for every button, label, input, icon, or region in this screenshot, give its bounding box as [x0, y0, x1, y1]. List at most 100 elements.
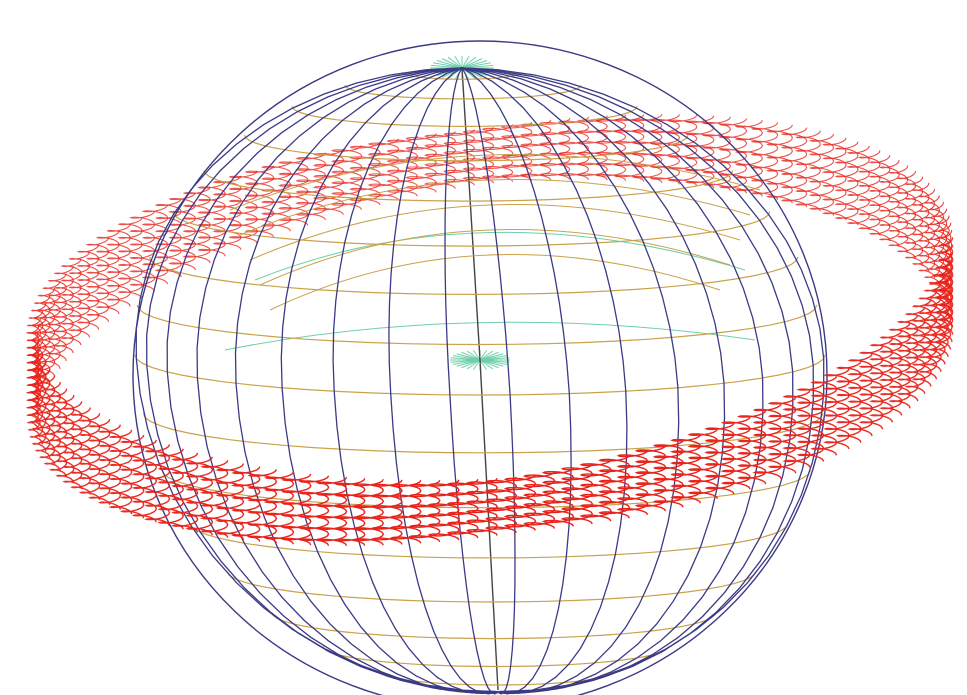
meridian-line	[461, 67, 825, 693]
meridian-line	[388, 67, 499, 695]
center-spoke	[472, 359, 481, 371]
parallel-line	[229, 153, 761, 211]
coil-winding	[917, 188, 936, 279]
coil-winding	[939, 244, 954, 335]
coil-winding	[616, 449, 649, 516]
coil-winding	[62, 401, 83, 490]
coil-winding	[523, 470, 556, 529]
coil-winding	[938, 222, 952, 313]
parallel-line	[291, 106, 638, 128]
coil-winding	[936, 215, 950, 306]
coil-winding	[794, 130, 822, 212]
coil-winding	[687, 428, 719, 500]
parallel-line	[142, 413, 824, 454]
coil-winding	[868, 155, 891, 242]
coil-winding	[888, 322, 911, 409]
coil-winding	[215, 463, 245, 541]
coil-winding	[923, 195, 940, 285]
parallel-line	[239, 178, 751, 236]
meridian-line	[461, 67, 572, 695]
center-spoke	[479, 359, 499, 369]
center-spoke	[479, 349, 488, 361]
center-spoke	[479, 350, 494, 361]
coil-winding	[869, 337, 894, 423]
parallel-line	[161, 469, 811, 509]
coil-winding	[427, 479, 460, 541]
pole-spoke	[454, 56, 463, 69]
coil-winding	[88, 418, 111, 506]
coil-winding	[835, 360, 862, 443]
coil-winding	[131, 439, 158, 523]
coil-winding	[917, 290, 938, 380]
parallel-line	[149, 256, 799, 296]
coil-winding	[858, 345, 884, 430]
coil-winding	[465, 477, 499, 536]
coil-winding	[765, 124, 794, 204]
coil-winding	[576, 115, 608, 181]
coil-winding	[652, 439, 685, 508]
coil-winding	[598, 454, 631, 519]
inner-axis-lines	[224, 56, 756, 691]
coil-winding	[557, 116, 590, 181]
coil-winding	[846, 145, 870, 231]
coil-winding	[334, 478, 366, 546]
coil-winding	[247, 468, 278, 544]
pole-spoke	[441, 58, 463, 69]
coil-winding	[810, 375, 838, 456]
parallel-line	[189, 523, 789, 559]
coil-winding	[935, 259, 952, 350]
parallel-line	[136, 304, 818, 346]
coil-winding	[443, 129, 476, 186]
meridian-line	[444, 67, 499, 695]
meridian-line	[461, 67, 814, 693]
pole-spoke	[461, 56, 470, 69]
coil-winding	[834, 141, 859, 226]
coil-winding	[878, 330, 903, 416]
center-spoke	[479, 359, 494, 370]
coil-winding	[119, 434, 145, 519]
center-spoke	[479, 359, 488, 371]
coil-winding	[27, 347, 41, 438]
coil-winding	[701, 116, 732, 191]
meridian-line	[461, 67, 726, 694]
pole-spoke	[461, 58, 483, 69]
coil-winding	[28, 354, 44, 445]
center-spoke	[456, 353, 481, 361]
coil-winding	[48, 388, 68, 478]
coil-winding	[41, 280, 61, 370]
coil-winding	[370, 479, 403, 545]
center-spoke	[479, 357, 510, 361]
inner-arc	[254, 231, 746, 281]
coil-winding	[734, 119, 764, 197]
coil-winding	[316, 476, 348, 547]
coil-winding	[281, 473, 312, 546]
coil-winding	[171, 452, 199, 533]
coil-winding	[823, 368, 850, 450]
coil-winding	[782, 389, 811, 468]
coil-winding	[38, 375, 56, 465]
pole-spoke	[433, 62, 463, 69]
coil-winding	[263, 471, 295, 545]
coil-winding	[31, 361, 47, 452]
meridian-line	[461, 67, 628, 695]
center-spoke	[472, 349, 481, 361]
coil-winding	[185, 456, 214, 536]
coil-winding	[736, 409, 767, 485]
sphere-meridians	[132, 40, 828, 695]
meridian-line	[461, 67, 794, 693]
coil-winding	[37, 288, 56, 377]
coil-winding	[53, 266, 74, 354]
parallel-line	[171, 211, 771, 247]
coil-winding	[446, 478, 479, 539]
meridian-line	[166, 67, 499, 693]
polar-axis	[479, 359, 499, 691]
coil-winding	[940, 229, 953, 321]
meridian-line	[280, 67, 499, 694]
coil-winding	[26, 339, 40, 431]
parallel-line	[203, 170, 734, 202]
coil-winding	[579, 459, 612, 522]
coil-winding	[750, 122, 779, 200]
polar-axis	[461, 67, 481, 361]
coil-winding	[352, 478, 385, 546]
